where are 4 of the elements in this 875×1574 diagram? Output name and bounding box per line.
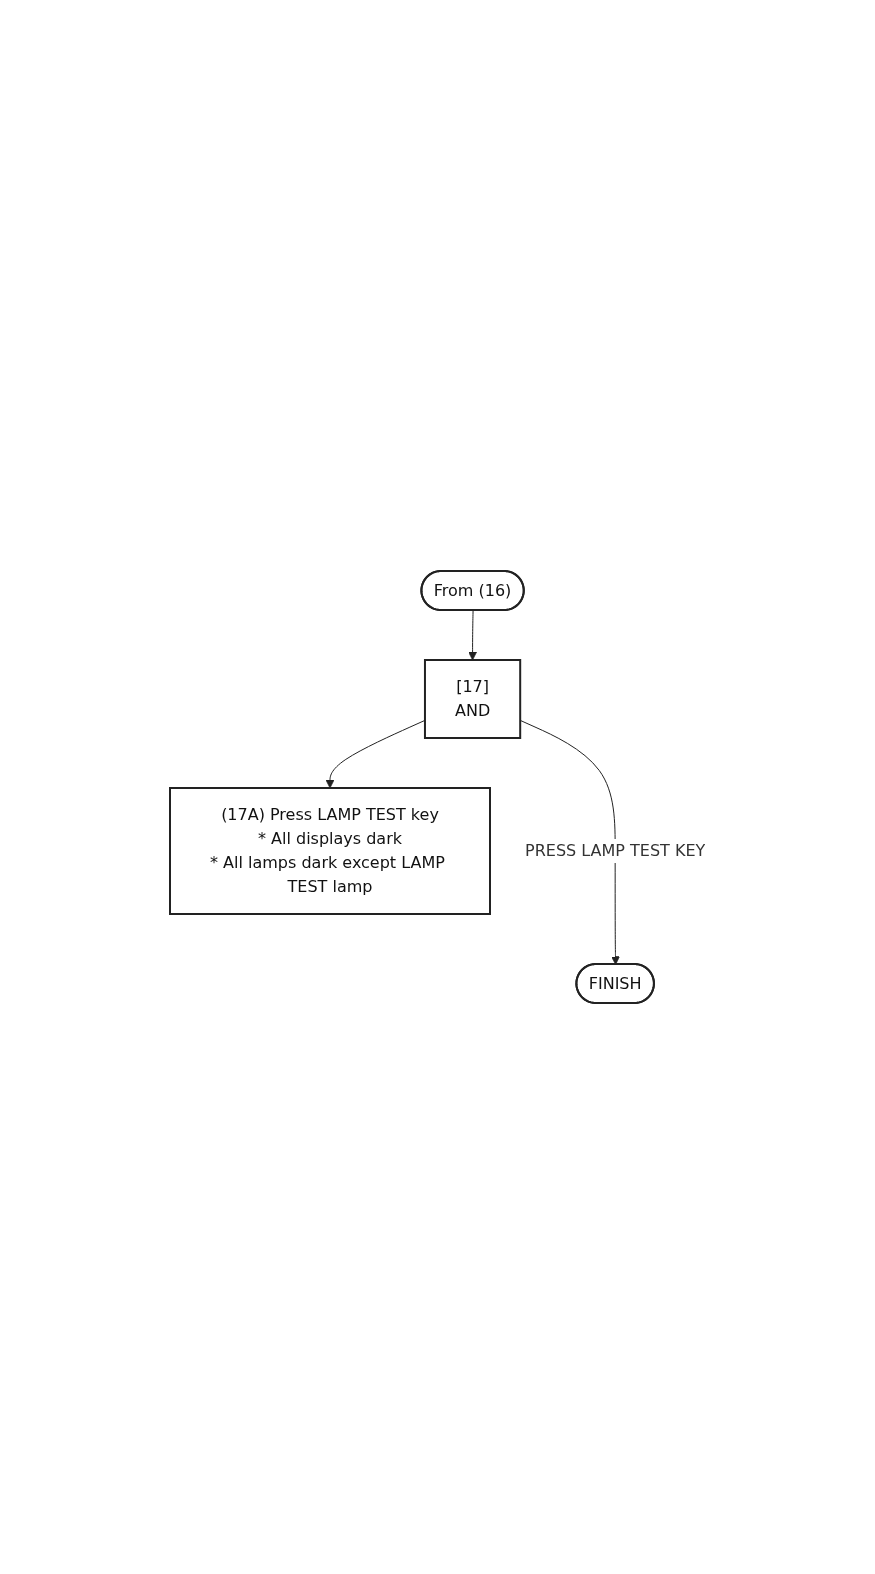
node-box: [17] AND bbox=[423, 659, 522, 739]
edge-label: PRESS LAMP TEST KEY bbox=[524, 841, 706, 860]
arrow bbox=[468, 610, 477, 661]
node-box: (17A) Press LAMP TEST key * All displays dark * All lamps dark except LAMP TEST lamp bbox=[168, 787, 491, 915]
